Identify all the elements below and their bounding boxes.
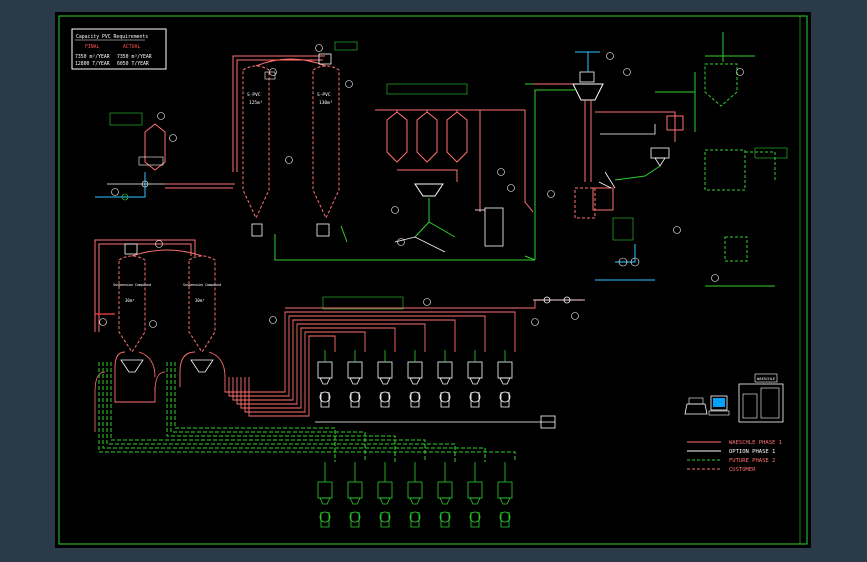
silo-2-volume: 130m³ <box>319 100 333 106</box>
legend-label-2: FUTURE PHASE 2 <box>729 458 775 464</box>
legend: WAESCHLE PHASE 1 OPTION PHASE 1 FUTURE PHA… <box>687 440 782 473</box>
infobox-row1-actual: 7350 m³/YEAR <box>117 54 152 60</box>
pid-diagram: Capacity PVC Requirements FINAL ACTUAL 7… <box>58 15 808 545</box>
infobox-row2-actual: 6050 T/YEAR <box>117 61 149 67</box>
right-process-area <box>572 32 788 287</box>
silo-4: Suspension Compound 30m³ <box>183 255 221 353</box>
capacity-infobox: Capacity PVC Requirements FINAL ACTUAL 7… <box>71 28 167 70</box>
lower-stations <box>317 462 513 528</box>
silo-1: S-PVC 125m³ <box>242 65 270 220</box>
control-station: WAESCHLE <box>684 373 784 423</box>
silo-2-label: S-PVC <box>317 92 331 98</box>
legend-label-1: OPTION PHASE 1 <box>729 449 775 455</box>
silo-2: S-PVC 130m³ <box>312 65 340 220</box>
silo-1-label: S-PVC <box>247 92 261 98</box>
control-station-label: WAESCHLE <box>757 376 776 381</box>
upper-stations <box>317 350 513 408</box>
legend-label-0: WAESCHLE PHASE 1 <box>729 440 782 446</box>
infobox-head-actual: ACTUAL <box>123 44 140 50</box>
infobox-title: Capacity PVC Requirements <box>76 34 148 40</box>
monitor-icon <box>710 395 728 411</box>
infobox-row1-final: 7350 m³/YEAR <box>75 54 110 60</box>
sheet-border <box>58 15 808 545</box>
left-filter <box>95 112 166 201</box>
silo-4-label: Suspension Compound <box>183 283 221 287</box>
cabinet-icon <box>738 383 784 423</box>
silo-4-volume: 30m³ <box>195 298 205 303</box>
infobox-head-final: FINAL <box>85 44 100 50</box>
silo-1-volume: 125m³ <box>249 100 263 106</box>
infobox-row2-final: 12800 T/YEAR <box>75 61 110 67</box>
drawing-sheet: Capacity PVC Requirements FINAL ACTUAL 7… <box>55 12 811 548</box>
silo-3-label: Suspension Compound <box>113 283 151 287</box>
silo-3: Suspension Compound 30m³ <box>113 255 151 353</box>
legend-label-3: CUSTOMER <box>729 467 756 473</box>
silo-3-volume: 30m³ <box>125 298 135 303</box>
reactor-group <box>375 83 504 253</box>
